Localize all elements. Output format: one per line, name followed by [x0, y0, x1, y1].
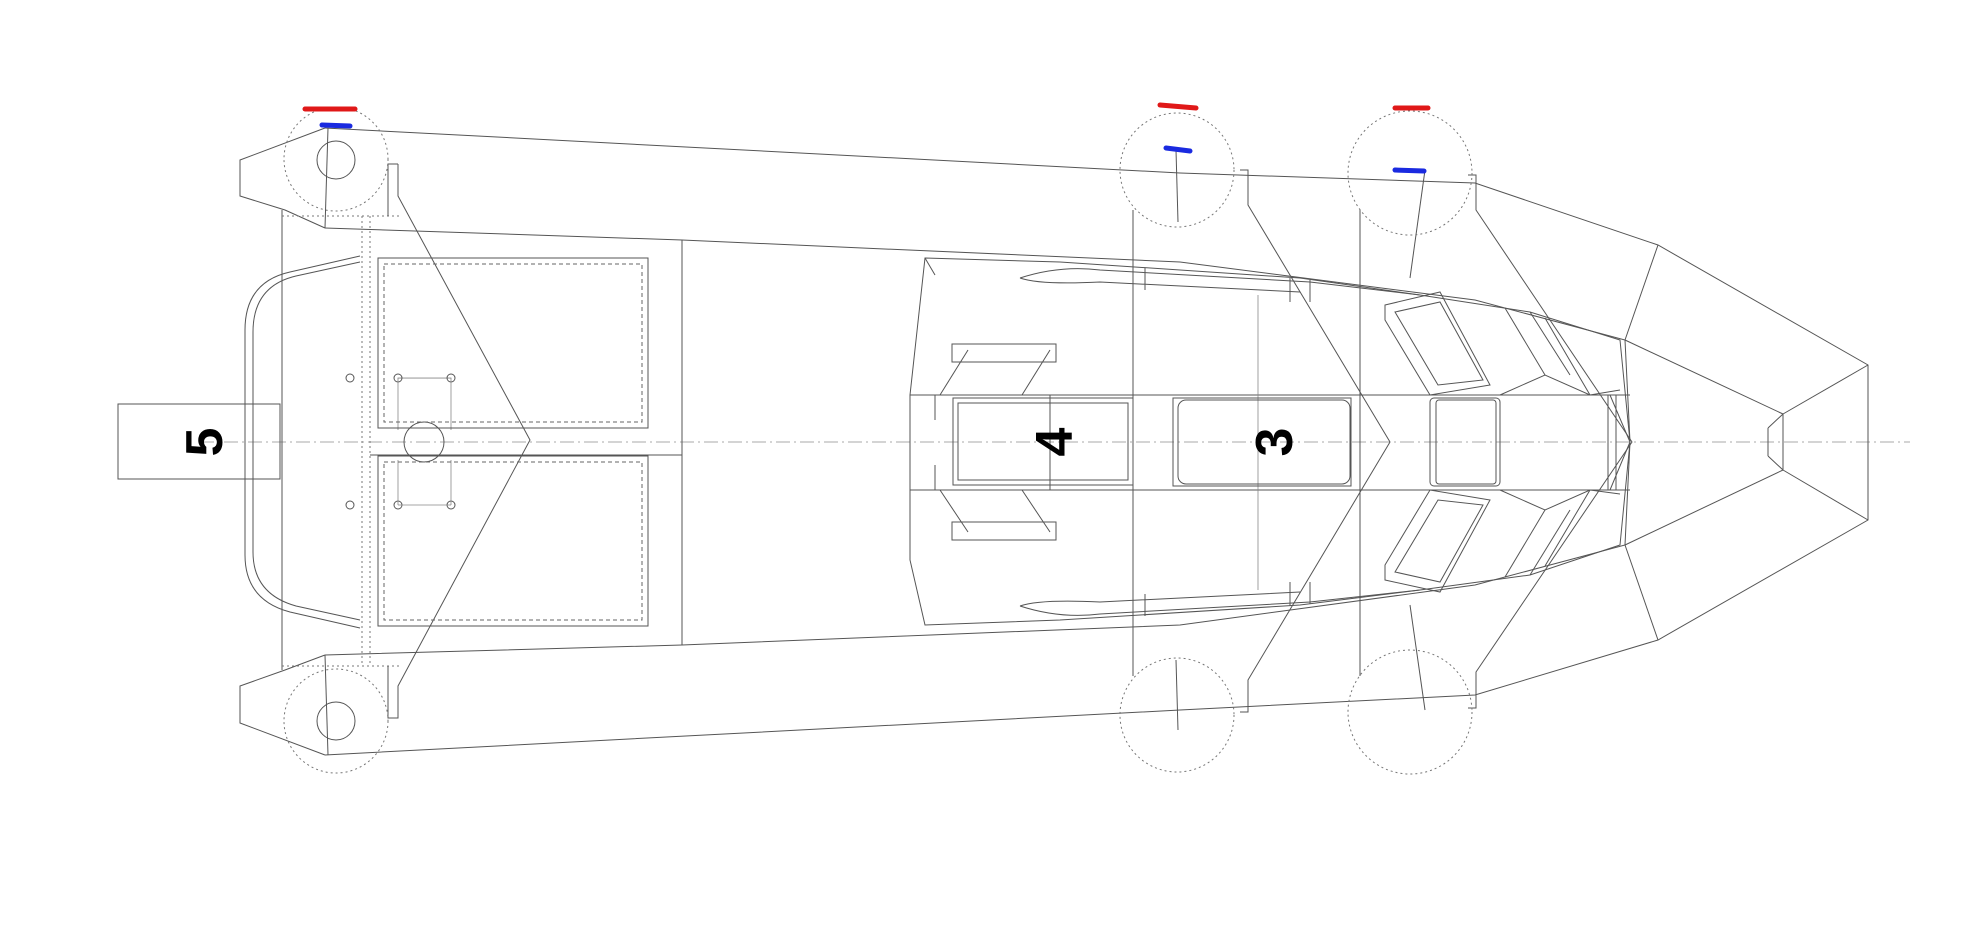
seat-3	[1172, 397, 1352, 487]
suspension-arms	[1132, 149, 1633, 731]
hub-rear-right	[316, 701, 356, 741]
wheel-rear-left	[283, 106, 389, 212]
wheel-group-4: 4	[1026, 102, 1235, 773]
label-3: 3	[1246, 428, 1304, 457]
marker-blue-front	[1392, 167, 1427, 174]
rear-bumper	[117, 255, 361, 629]
wheel-rear-right	[283, 668, 389, 774]
wheel-group-5: 5	[176, 106, 389, 774]
wheel-mid-left	[1119, 112, 1235, 228]
wheel-front-left	[1347, 110, 1473, 236]
marker-blue-mid	[1163, 145, 1193, 154]
label-4: 4	[1026, 427, 1084, 456]
label-5: 5	[176, 428, 234, 457]
wheel-mid-right	[1119, 657, 1235, 773]
marker-red-mid	[1157, 102, 1199, 111]
rear-cargo-panels	[377, 257, 649, 627]
wheel-group-3: 3	[1246, 105, 1473, 775]
marker-blue-rear	[319, 122, 353, 129]
hub-rear-left	[316, 140, 356, 180]
cab-body	[909, 257, 1631, 626]
outer-hull	[239, 127, 1869, 756]
rear-subframe	[282, 163, 682, 719]
wheel-front-right	[1347, 649, 1473, 775]
front-windows	[1384, 291, 1631, 593]
